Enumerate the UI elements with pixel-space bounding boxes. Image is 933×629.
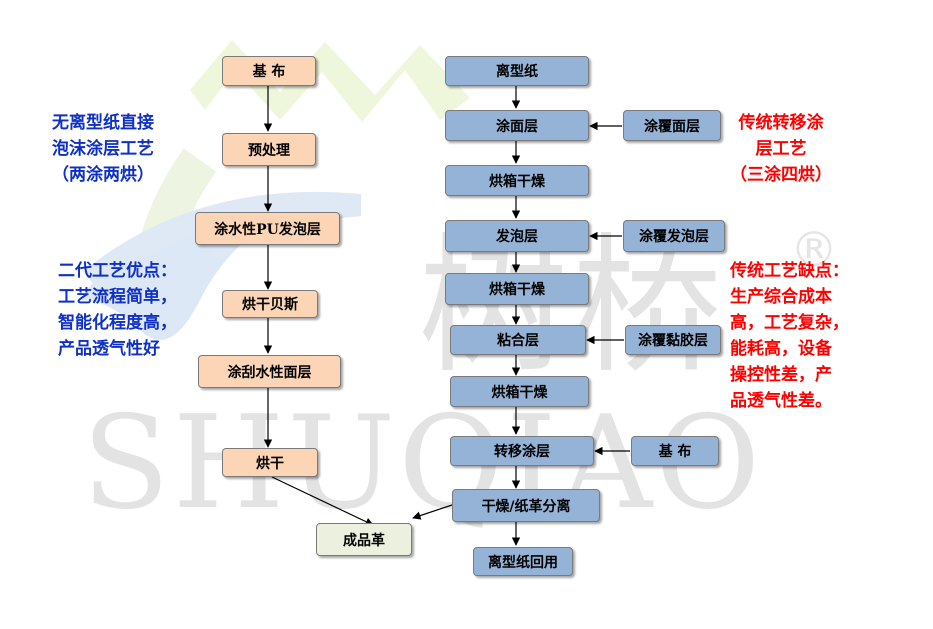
note-disadvantages-line-5: 操控性差，产 bbox=[730, 365, 832, 385]
input-base-cloth: 基 布 bbox=[631, 436, 719, 466]
arrow-left-to-final bbox=[271, 476, 374, 526]
left-step-pu-foam-layer: 涂水性PU发泡层 bbox=[195, 212, 340, 245]
note-disadvantages-line-2: 生产综合成本 bbox=[730, 287, 832, 307]
input-coat-foam: 涂覆发泡层 bbox=[623, 220, 725, 252]
note-advantages-line-2: 工艺流程简单， bbox=[58, 287, 177, 307]
watermark-registered-mark: ® bbox=[790, 222, 838, 278]
left-step-top-coat: 涂刮水性面层 bbox=[198, 355, 341, 388]
left-step-pretreatment: 预处理 bbox=[222, 133, 316, 166]
note-new-process-line-1: 无离型纸直接 bbox=[52, 113, 154, 133]
right-step-foam-layer: 发泡层 bbox=[445, 220, 589, 252]
note-disadvantages: 传统工艺缺点： 生产综合成本 高，工艺复杂， 能耗高，设备 操控性差，产 品透气… bbox=[730, 258, 849, 414]
note-advantages-line-4: 产品透气性好 bbox=[58, 339, 160, 359]
left-step-dry: 烘干 bbox=[222, 448, 318, 477]
left-step-dry-base: 烘干贝斯 bbox=[222, 290, 318, 318]
right-step-dry-separation: 干燥/纸革分离 bbox=[452, 489, 600, 522]
right-step-oven-dry-3: 烘箱干燥 bbox=[450, 376, 589, 407]
right-step-release-paper: 离型纸 bbox=[445, 56, 589, 86]
right-step-adhesive-layer: 粘合层 bbox=[450, 325, 586, 355]
note-advantages: 二代工艺优点： 工艺流程简单， 智能化程度高， 产品透气性好 bbox=[58, 258, 177, 362]
final-product-box: 成品革 bbox=[316, 523, 412, 556]
note-traditional-line-2: 层工艺 bbox=[755, 139, 807, 159]
note-advantages-line-3: 智能化程度高， bbox=[58, 313, 177, 333]
left-step-base-cloth: 基 布 bbox=[222, 56, 316, 86]
input-coat-top: 涂覆面层 bbox=[623, 110, 721, 141]
note-disadvantages-line-3: 高，工艺复杂， bbox=[730, 313, 849, 333]
note-advantages-line-1: 二代工艺优点： bbox=[58, 261, 177, 281]
arrow-separation-to-final bbox=[412, 504, 453, 520]
watermark-text-cn: 树桥 bbox=[418, 220, 727, 394]
note-new-process: 无离型纸直接 泡沫涂层工艺 （两涂两烘） bbox=[52, 110, 154, 188]
note-disadvantages-line-6: 品透气性差。 bbox=[730, 391, 832, 411]
note-disadvantages-line-4: 能耗高，设备 bbox=[730, 339, 832, 359]
note-traditional: 传统转移涂 层工艺 （三涂四烘） bbox=[730, 110, 832, 188]
note-traditional-line-3: （三涂四烘） bbox=[730, 165, 832, 185]
input-coat-adhesive: 涂覆黏胶层 bbox=[625, 325, 721, 355]
note-new-process-line-3: （两涂两烘） bbox=[52, 165, 154, 185]
right-step-oven-dry-2: 烘箱干燥 bbox=[445, 273, 589, 305]
right-step-paper-reuse: 离型纸回用 bbox=[473, 547, 573, 576]
note-traditional-line-1: 传统转移涂 bbox=[738, 113, 824, 133]
right-step-top-layer: 涂面层 bbox=[445, 110, 589, 141]
note-new-process-line-2: 泡沫涂层工艺 bbox=[52, 139, 154, 159]
right-step-oven-dry-1: 烘箱干燥 bbox=[445, 165, 589, 196]
note-disadvantages-line-1: 传统工艺缺点： bbox=[730, 261, 849, 281]
right-step-transfer-coating: 转移涂层 bbox=[450, 436, 594, 466]
